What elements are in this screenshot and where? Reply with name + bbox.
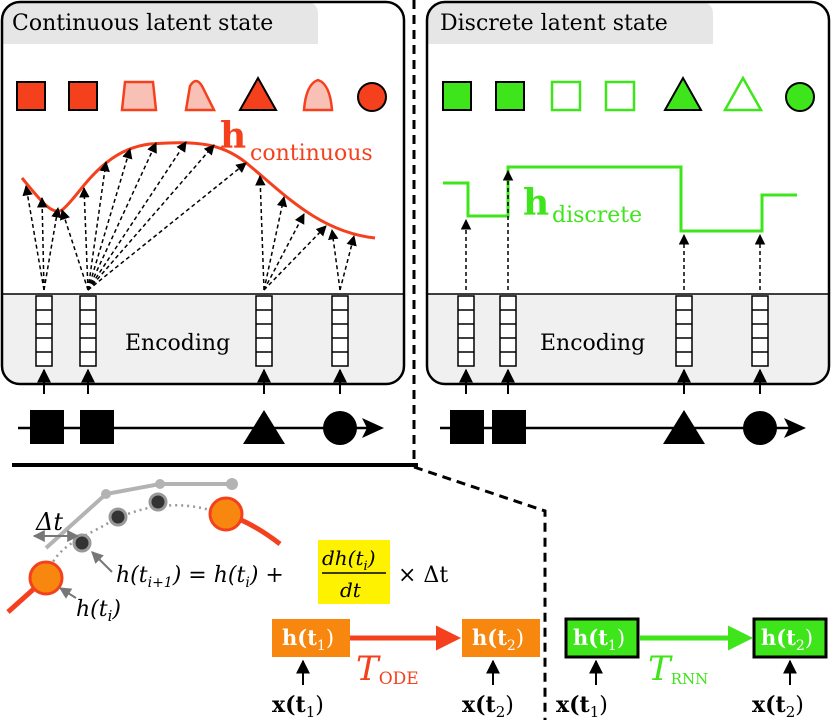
- circle-event-icon: [323, 411, 357, 445]
- zoom-divider: [413, 465, 547, 720]
- red-trapezoid-icon: [120, 80, 158, 112]
- red-triangle-icon: [238, 75, 278, 111]
- svg-text:TODE: TODE: [356, 649, 419, 689]
- square-event-icon: [80, 410, 114, 444]
- derivative-highlight: [318, 540, 390, 604]
- state-point-start: [28, 560, 64, 596]
- discrete-dashed-arrows: [460, 169, 766, 290]
- svg-text:h(t2): h(t2): [761, 625, 813, 654]
- euler-step-line: [44, 482, 232, 550]
- green-outline-triangle-icon: [722, 75, 764, 112]
- square-event-icon: [492, 410, 526, 444]
- svg-text:h(t1): h(t1): [282, 625, 334, 654]
- discrete-encoding-vectors: [457, 295, 769, 367]
- ode-state-box-2: [462, 619, 540, 657]
- square-event-icon: [450, 410, 484, 444]
- state-point-end: [208, 496, 244, 532]
- continuous-shape-row: [16, 75, 387, 112]
- svg-text:x(t1): x(t1): [272, 692, 324, 721]
- svg-text:TRNN: TRNN: [648, 649, 708, 689]
- red-square-icon: [68, 81, 98, 111]
- svg-text:h(t1): h(t1): [573, 625, 625, 654]
- continuous-timeline: [18, 410, 384, 445]
- red-circle-icon: [357, 82, 387, 112]
- svg-text:x(t2): x(t2): [462, 692, 514, 721]
- ode-state-box-1: [272, 619, 350, 657]
- continuous-input-arrows: [37, 368, 347, 394]
- discrete-panel: Discrete latent state Encoding h discret…: [425, 0, 831, 394]
- svg-text:x(t1): x(t1): [556, 692, 608, 721]
- rnn-state-box-2: [752, 617, 828, 659]
- red-dome-icon: [302, 78, 334, 112]
- discrete-encoding-label: Encoding: [540, 331, 645, 356]
- h-discrete-label: h: [523, 182, 549, 224]
- rnn-transition: h(t1) h(t2) TRNN x(t1) x(t2): [556, 617, 828, 721]
- ode-step-illustration: Δt h(ti): [6, 478, 282, 625]
- triangle-event-icon: [663, 410, 705, 444]
- svg-text:dh(ti): dh(ti): [322, 546, 376, 574]
- svg-text:x(t2): x(t2): [752, 692, 804, 721]
- continuous-panel: Continuous latent state Encoding h conti…: [0, 0, 406, 394]
- triangle-event-icon: [243, 410, 285, 444]
- continuous-encoding-vectors: [35, 295, 349, 367]
- svg-text:h(t2): h(t2): [472, 625, 524, 654]
- green-outline-square-icon: [550, 80, 582, 112]
- ode-transition: h(t1) h(t2) TODE x(t1) x(t2): [272, 619, 540, 721]
- svg-text:× Δt: × Δt: [398, 563, 448, 588]
- red-bump-icon: [184, 79, 217, 112]
- green-outline-square-icon: [604, 80, 636, 112]
- red-square-icon: [16, 81, 46, 111]
- svg-text:h(ti+1) = h(ti) +: h(ti+1) = h(ti) +: [116, 563, 284, 591]
- green-triangle-icon: [663, 75, 703, 111]
- h-continuous-label: h: [220, 115, 246, 157]
- h-discrete-subscript: discrete: [552, 203, 642, 228]
- green-square-icon: [442, 81, 472, 111]
- continuous-dashed-arrows: [22, 141, 357, 291]
- svg-text:dt: dt: [340, 578, 362, 602]
- continuous-title-tab: [2, 2, 318, 44]
- rnn-state-box-1: [564, 617, 640, 659]
- discrete-panel-title: Discrete latent state: [440, 11, 668, 36]
- delta-t-label: Δt: [35, 508, 63, 536]
- green-square-icon: [495, 81, 525, 111]
- discrete-timeline: [440, 410, 806, 445]
- square-event-icon: [30, 410, 64, 444]
- circle-event-icon: [743, 411, 777, 445]
- discrete-title-tab: [427, 2, 713, 44]
- euler-update-equation: h(ti+1) = h(ti) + dh(ti) dt × Δt: [116, 540, 448, 604]
- discrete-latent-steps: [443, 165, 797, 233]
- continuous-encoding-label: Encoding: [125, 331, 230, 356]
- discrete-input-arrows: [459, 368, 767, 394]
- continuous-panel-title: Continuous latent state: [12, 11, 273, 36]
- h-ti-label: h(ti): [76, 597, 121, 625]
- discrete-shape-row: [442, 75, 815, 112]
- green-circle-icon: [785, 82, 815, 112]
- h-continuous-subscript: continuous: [250, 141, 373, 166]
